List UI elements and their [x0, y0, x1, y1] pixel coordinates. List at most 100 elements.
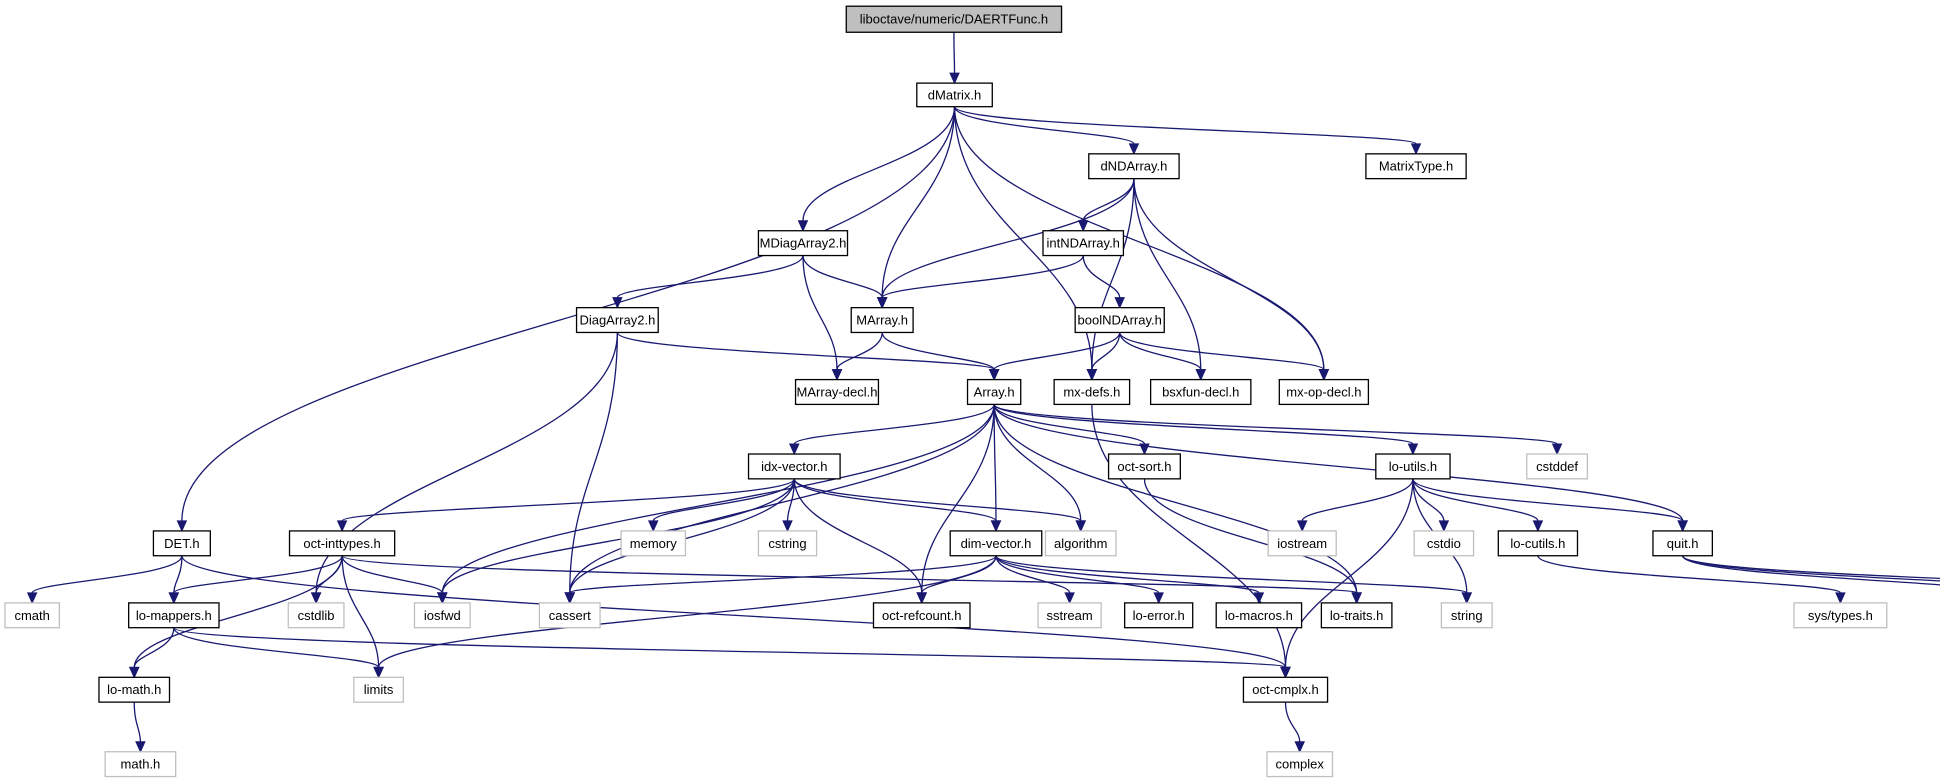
arrowhead-icon: [1077, 220, 1089, 232]
arrowhead-icon: [1075, 520, 1087, 533]
arrowhead-icon: [310, 592, 322, 605]
edge-dMatrix-to-DET: [176, 106, 956, 533]
node-label: DET.h: [164, 536, 199, 551]
node-box: [288, 530, 396, 557]
node-cstring: cstring: [757, 530, 818, 557]
node-limits: limits: [353, 676, 404, 703]
node-boolNDArray[interactable]: boolNDArray.h: [1074, 306, 1165, 334]
arrowhead-icon: [1677, 520, 1688, 533]
node-box: [1266, 751, 1334, 778]
node-lomath[interactable]: lo-math.h: [98, 676, 171, 703]
arrowhead-icon: [1195, 369, 1207, 381]
edge-octinttypes-to-cstdlib: [310, 555, 343, 605]
node-octsort[interactable]: oct-sort.h: [1107, 453, 1181, 480]
edge-MDiagArray2-to-DiagArray2: [612, 255, 804, 309]
node-dimvector[interactable]: dim-vector.h: [949, 530, 1043, 557]
node-box: [575, 306, 659, 334]
node-DET[interactable]: DET.h: [152, 530, 211, 557]
edge-intNDArray-to-MArray: [876, 255, 1084, 309]
edge-loutils-to-quit: [1412, 478, 1688, 533]
node-box: [1278, 378, 1370, 406]
node-mxdefs[interactable]: mx-defs.h: [1053, 378, 1131, 406]
node-lomappers[interactable]: lo-mappers.h: [128, 602, 220, 629]
node-label: lo-math.h: [107, 682, 161, 697]
node-label: mx-op-decl.h: [1286, 385, 1361, 400]
node-cstdlib: cstdlib: [287, 602, 345, 629]
node-box: [1440, 602, 1493, 629]
node-iosfwd: iosfwd: [413, 602, 471, 629]
node-intNDArray[interactable]: intNDArray.h: [1042, 230, 1125, 257]
arrowhead-icon: [1114, 297, 1125, 309]
node-box: [98, 676, 171, 703]
node-dNDArray[interactable]: dNDArray.h: [1088, 153, 1180, 180]
node-box: [1526, 453, 1589, 480]
node-mxopdecl[interactable]: mx-op-decl.h: [1278, 378, 1370, 406]
node-octcmplx[interactable]: oct-cmplx.h: [1242, 676, 1329, 703]
arrowhead-icon: [1532, 520, 1544, 533]
node-MArraydecl[interactable]: MArray-decl.h: [794, 378, 880, 406]
node-dMatrix[interactable]: dMatrix.h: [916, 82, 993, 108]
node-octrefcount[interactable]: oct-refcount.h: [872, 602, 971, 629]
node-box: [1497, 530, 1579, 557]
node-locutils[interactable]: lo-cutils.h: [1497, 530, 1579, 557]
node-box: [757, 230, 849, 257]
edge-dNDArray-to-bsxfundecl: [1133, 178, 1207, 381]
node-box: [949, 530, 1043, 557]
arrowhead-icon: [1153, 592, 1164, 605]
node-Array[interactable]: Array.h: [966, 378, 1022, 406]
edge-quit-to-setjmp: [1682, 555, 1940, 582]
node-MDiagArray2[interactable]: MDiagArray2.h: [757, 230, 849, 257]
edge-octcmplx-to-complex: [1284, 702, 1305, 753]
node-DiagArray2[interactable]: DiagArray2.h: [575, 306, 659, 334]
node-label: bsxfun-decl.h: [1162, 385, 1239, 400]
edge-Array-to-cstddef: [993, 403, 1563, 456]
edge-DET-to-cmath: [26, 555, 183, 605]
edge-lomappers-to-limits: [173, 627, 384, 679]
node-label: algorithm: [1054, 536, 1107, 551]
edge-idxvector-to-octinttypes: [336, 478, 795, 533]
node-box: [1375, 453, 1451, 480]
node-box: [1320, 602, 1393, 629]
edge-Array-to-idxvector: [789, 404, 995, 456]
edge-boolNDArray-to-bsxfundecl: [1119, 332, 1207, 381]
arrowhead-icon: [1461, 592, 1473, 605]
node-label: liboctave/numeric/DAERTFunc.h: [860, 12, 1048, 27]
node-label: MDiagArray2.h: [760, 236, 847, 251]
node-box: [794, 378, 880, 406]
node-label: sstream: [1046, 608, 1092, 623]
node-lomacros[interactable]: lo-macros.h: [1215, 602, 1303, 629]
node-box: [538, 602, 601, 629]
node-box: [1088, 153, 1180, 180]
node-label: oct-sort.h: [1117, 459, 1171, 474]
node-complex: complex: [1266, 751, 1334, 778]
node-DAERTFunc[interactable]: liboctave/numeric/DAERTFunc.h: [845, 5, 1063, 33]
node-label: oct-refcount.h: [882, 608, 962, 623]
node-label: lo-mappers.h: [136, 608, 212, 623]
node-quit[interactable]: quit.h: [1652, 530, 1713, 557]
edge-dMatrix-to-MArray: [876, 106, 956, 309]
node-loutils[interactable]: lo-utils.h: [1375, 453, 1451, 480]
node-cassert: cassert: [538, 602, 601, 629]
node-octinttypes[interactable]: oct-inttypes.h: [288, 530, 396, 557]
edge-loutils-to-iostream: [1296, 478, 1414, 533]
node-loerror[interactable]: lo-error.h: [1124, 602, 1194, 629]
edge-dNDArray-to-mxopdecl: [1133, 178, 1330, 381]
node-MArray[interactable]: MArray.h: [850, 306, 914, 334]
edge-dimvector-to-cassert: [564, 555, 997, 605]
edge-dimvector-to-string: [995, 555, 1473, 605]
node-idxvector[interactable]: idx-vector.h: [747, 453, 841, 480]
node-lotraits[interactable]: lo-traits.h: [1320, 602, 1393, 629]
edge-Array-to-loutils: [993, 403, 1419, 456]
node-iostream: iostream: [1267, 530, 1337, 557]
node-mathh: math.h: [104, 751, 177, 778]
arrowhead-icon: [26, 592, 38, 605]
edge-dimvector-to-loerror: [995, 555, 1164, 605]
node-label: mx-defs.h: [1063, 385, 1120, 400]
node-bsxfundecl[interactable]: bsxfun-decl.h: [1149, 378, 1252, 406]
node-string: string: [1440, 602, 1493, 629]
arrowhead-icon: [1318, 369, 1330, 381]
arrowhead-icon: [1280, 666, 1291, 679]
node-MatrixType[interactable]: MatrixType.h: [1365, 153, 1467, 180]
edge-Array-to-octrefcount: [916, 404, 995, 605]
